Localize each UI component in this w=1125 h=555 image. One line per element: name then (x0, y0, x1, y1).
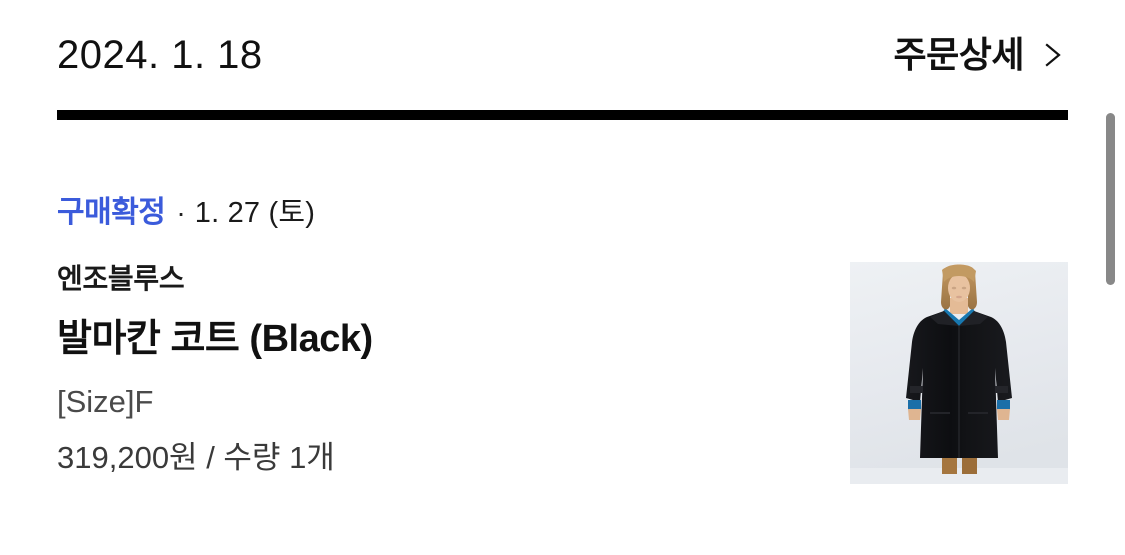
order-detail-label: 주문상세 (893, 34, 1025, 75)
product-info[interactable]: 엔조블루스 발마칸 코트 (Black) [Size]F 319,200원 / … (57, 262, 817, 477)
product-brand: 엔조블루스 (57, 263, 185, 294)
status-badge: 구매확정 (57, 196, 166, 229)
product-option: [Size]F (57, 384, 154, 420)
section-divider (57, 110, 1068, 120)
product-price-quantity: 319,200원 / 수량 1개 (57, 440, 335, 476)
status-separator: · (176, 197, 186, 228)
chevron-right-icon (1038, 41, 1066, 69)
product-title: 발마칸 코트 (Black) (57, 317, 373, 360)
order-header: 2024. 1. 18 주문상세 (0, 0, 1068, 110)
order-detail-link[interactable]: 주문상세 (894, 37, 1068, 73)
vertical-scrollbar-thumb[interactable] (1106, 113, 1115, 285)
product-thumbnail[interactable] (850, 262, 1068, 484)
order-date: 2024. 1. 18 (57, 33, 263, 77)
order-item: 구매확정 · 1. 27 (토) 엔조블루스 발마칸 코트 (Black) [S… (0, 120, 1068, 555)
vertical-scrollbar-track[interactable] (1102, 0, 1120, 555)
status-date: 1. 27 (토) (194, 197, 316, 229)
order-status-row: 구매확정 · 1. 27 (토) (57, 198, 315, 228)
